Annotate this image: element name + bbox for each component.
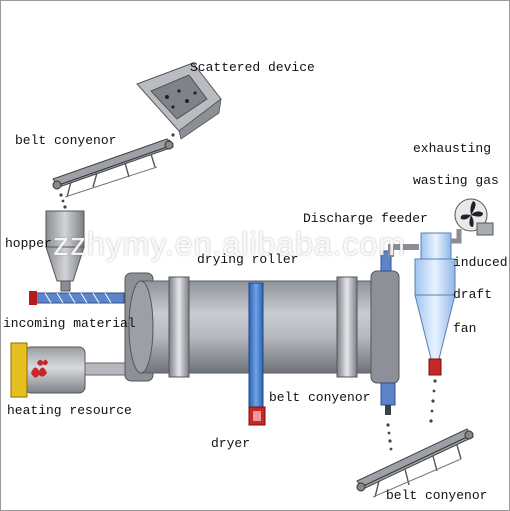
- heating-resource: [10, 342, 126, 398]
- label-induced: induced: [453, 255, 508, 270]
- label-wasting-gas: wasting gas: [413, 173, 499, 188]
- belt-conveyor-bottom: [356, 428, 474, 498]
- screw-feeder: [29, 291, 125, 305]
- fan-duct: [451, 229, 462, 244]
- label-incoming-material: incoming material: [3, 316, 136, 331]
- label-discharge-feeder: Discharge feeder: [303, 211, 428, 226]
- label-scattered-device: Scattered device: [190, 60, 315, 75]
- belt-conveyor-top: [52, 138, 174, 198]
- label-drying-roller: drying roller: [197, 252, 299, 267]
- label-belt-conveyor-top: belt conyenor: [15, 133, 117, 148]
- label-dryer: dryer: [211, 436, 251, 451]
- cyclone-separator: [414, 232, 456, 376]
- material-stream-3: [386, 379, 437, 451]
- label-belt-conveyor-bottom: belt conyenor: [386, 488, 488, 503]
- material-stream-2: [59, 193, 67, 209]
- drying-roller: [124, 270, 400, 384]
- label-belt-conveyor-mid: belt conyenor: [269, 390, 371, 405]
- hopper: [45, 210, 85, 292]
- label-exhausting: exhausting: [413, 141, 492, 156]
- label-heating-resource: heating resource: [7, 403, 132, 418]
- label-draft: draft: [453, 287, 493, 302]
- discharge-feeder: [380, 250, 396, 415]
- label-hopper: hopper: [5, 236, 52, 251]
- scattered-device: [136, 62, 222, 140]
- label-fan: fan: [453, 321, 477, 336]
- watermark: zzhymy.en.alibaba.com: [53, 226, 406, 262]
- induced-draft-fan: [454, 198, 494, 236]
- gear-drive: [248, 282, 266, 426]
- exhaust-duct: [388, 244, 419, 257]
